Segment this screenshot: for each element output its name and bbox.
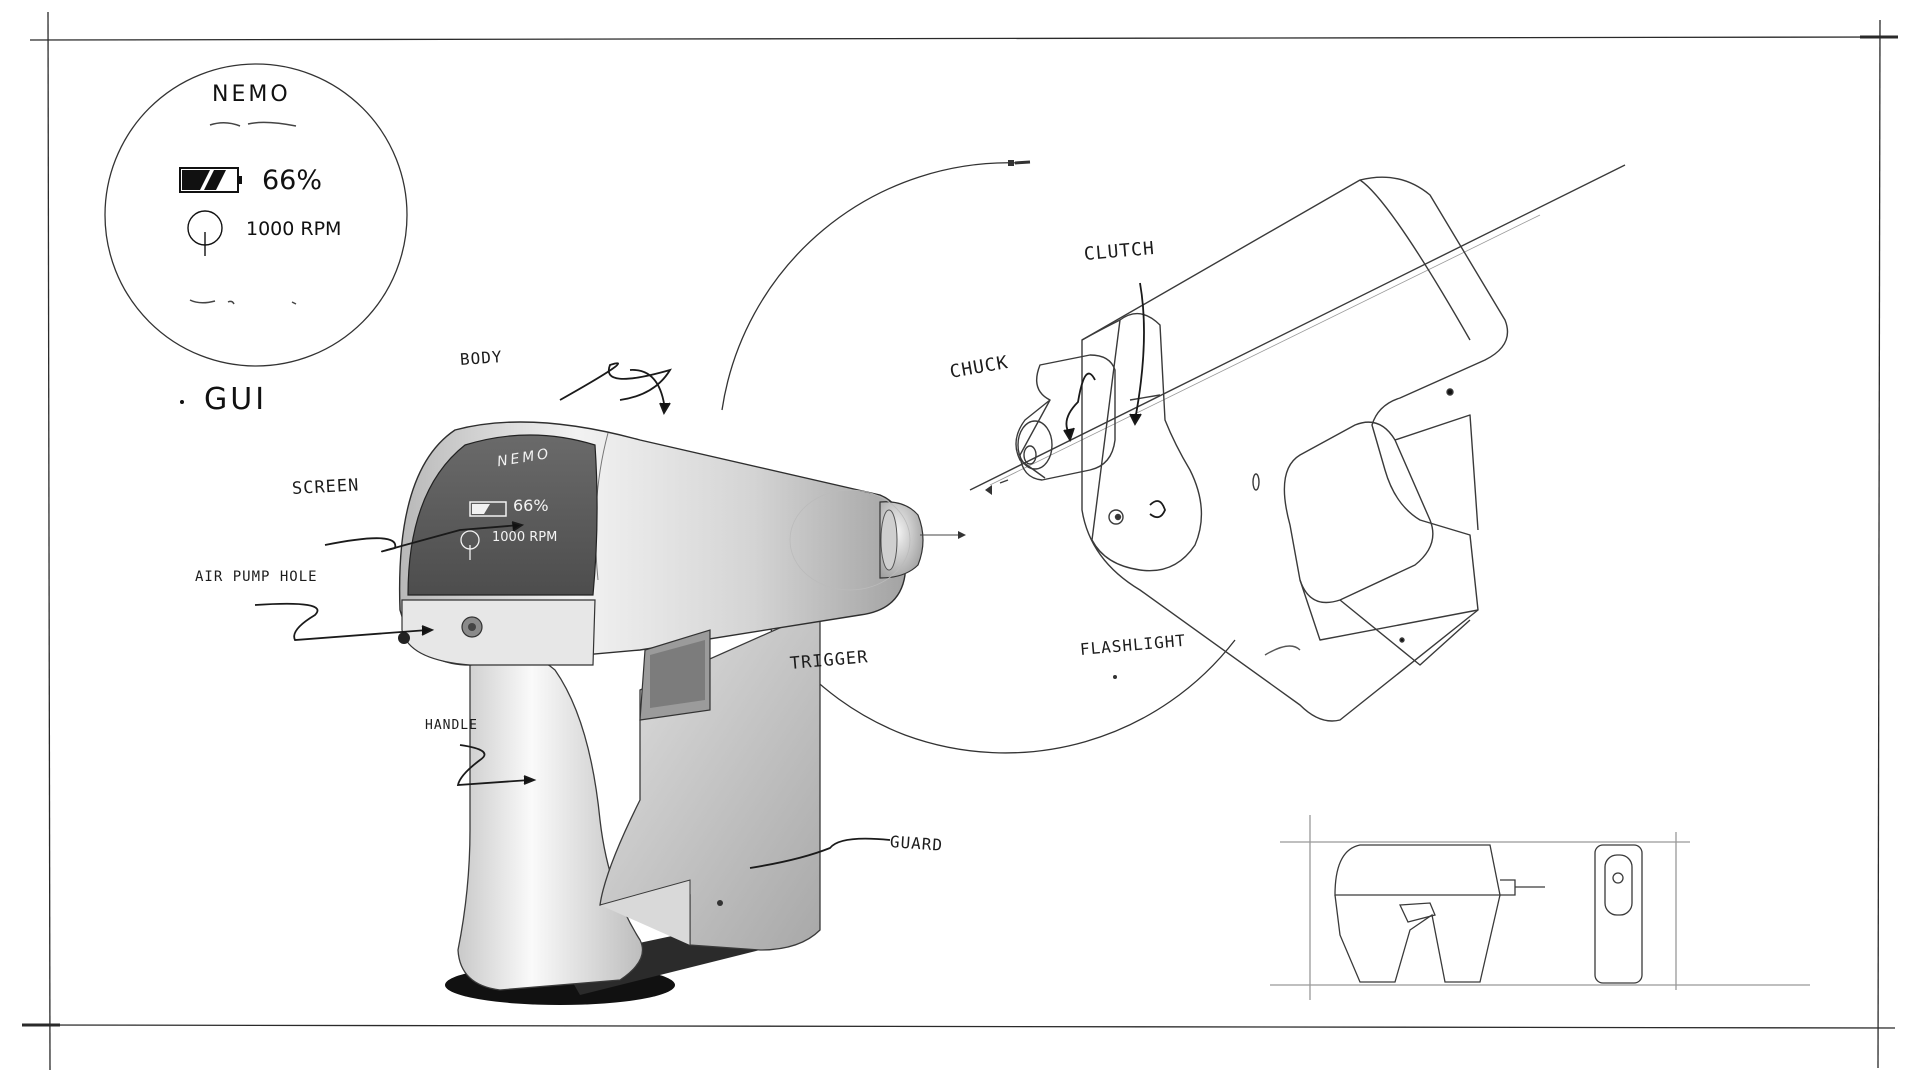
gui-battery-readout: 66% bbox=[262, 165, 323, 196]
callout-air-pump-hole: AIR PUMP HOLE bbox=[195, 569, 318, 585]
screen-battery-readout: 66% bbox=[513, 496, 549, 515]
gui-scribble-bottom bbox=[189, 299, 297, 305]
battery-icon bbox=[179, 167, 242, 193]
drill-handle bbox=[457, 651, 644, 991]
callout-leaders bbox=[254, 282, 1166, 869]
sheet-frame bbox=[22, 11, 1898, 1071]
gui-circle bbox=[104, 63, 408, 367]
gui-display-sketch bbox=[104, 63, 408, 404]
gui-brand-label: NEMO bbox=[212, 82, 291, 107]
callout-guard: GUARD bbox=[889, 832, 944, 855]
drill-rendering bbox=[398, 421, 966, 1005]
callout-screen: SCREEN bbox=[291, 475, 360, 499]
callout-body: BODY bbox=[459, 347, 504, 369]
orthographic-views bbox=[1270, 815, 1810, 1000]
drill-screen bbox=[407, 434, 598, 596]
drill-line-drawing bbox=[969, 164, 1626, 722]
gui-scribble-top bbox=[209, 121, 297, 127]
gui-rpm-readout: 1000 RPM bbox=[246, 218, 342, 240]
gui-section-title: GUI bbox=[204, 382, 268, 417]
callout-handle: HANDLE bbox=[425, 718, 478, 733]
rpm-dial-icon bbox=[187, 210, 223, 256]
screen-rpm-readout: 1000 RPM bbox=[492, 530, 558, 545]
tick-marks bbox=[985, 160, 1117, 679]
chuck-cone bbox=[1015, 399, 1051, 479]
